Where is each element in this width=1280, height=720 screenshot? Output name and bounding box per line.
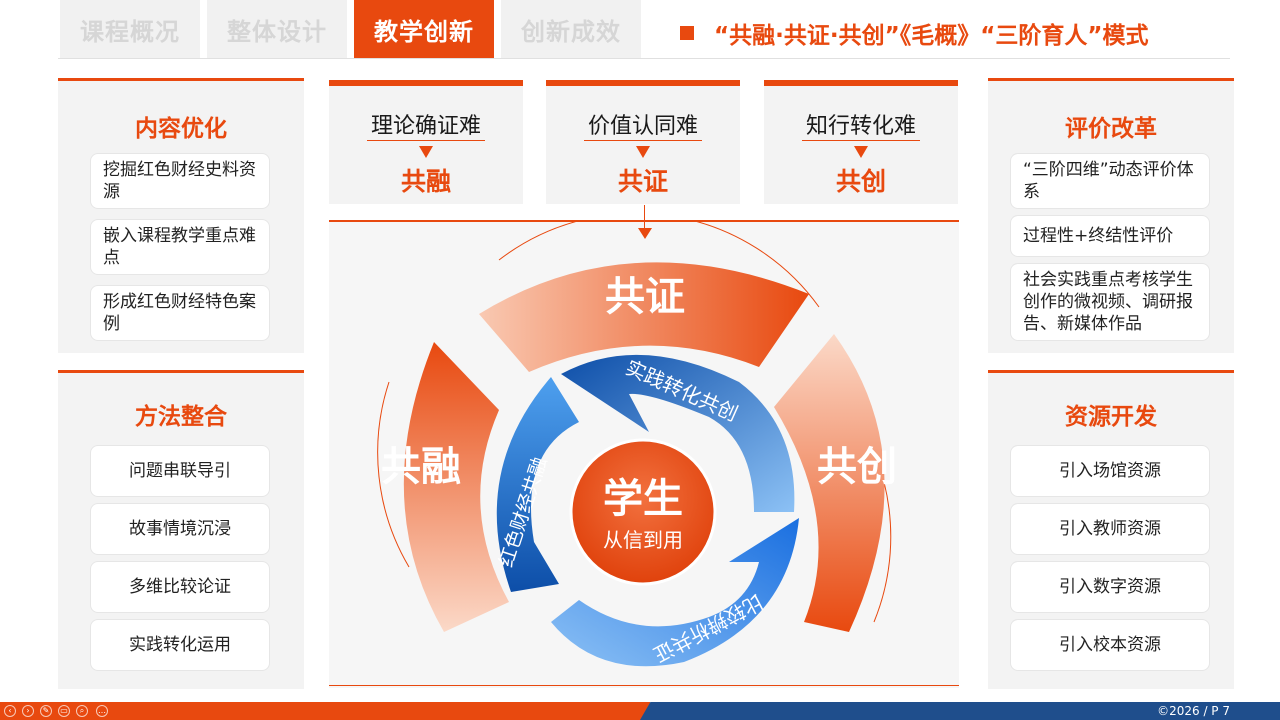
segment-right <box>774 334 885 632</box>
next-icon[interactable]: › <box>22 705 34 717</box>
diagram-bottom-line <box>329 685 959 686</box>
list-item: 过程性+终结性评价 <box>1010 215 1210 257</box>
prev-icon[interactable]: ‹ <box>4 705 16 717</box>
outer-ring-arc <box>873 481 892 623</box>
inner-arrow-top <box>561 354 795 512</box>
solution-label: 共创 <box>835 167 886 196</box>
panel-title: 资源开发 <box>1065 404 1157 430</box>
center-subtitle: 从信到用 <box>603 528 683 552</box>
solution-label: 共融 <box>400 167 451 196</box>
slides-icon[interactable]: ▭ <box>58 705 70 717</box>
list-item: 故事情境沉浸 <box>90 503 270 555</box>
tab-course-overview[interactable]: 课程概况 <box>60 0 200 58</box>
list-item: 嵌入课程教学重点难点 <box>90 219 270 275</box>
outer-label: 共融 <box>381 443 461 490</box>
cycle-diagram: 共证 共融 共创 实践转化共创 红色财经共融 比较辨析共证 学生 从信到用 <box>377 222 897 667</box>
problem-label: 知行转化难 <box>805 114 916 139</box>
problem-box-value: 价值认同难 共证 <box>546 80 740 204</box>
square-bullet-icon <box>680 26 694 40</box>
arrow-down-icon <box>419 146 433 158</box>
list-item: 引入数字资源 <box>1010 561 1210 613</box>
tab-overall-design[interactable]: 整体设计 <box>207 0 347 58</box>
problem-box-theory: 理论确证难 共融 <box>329 80 523 204</box>
panel-method-integration: 方法整合 问题串联导引 故事情境沉浸 多维比较论证 实践转化运用 <box>58 370 304 689</box>
page-number: ©2026 / P 7 <box>1157 704 1230 718</box>
outer-ring-arc <box>498 222 820 308</box>
panel-title: 评价改革 <box>1065 116 1157 142</box>
segment-left <box>403 342 509 632</box>
tab-innovation-results[interactable]: 创新成效 <box>501 0 641 58</box>
underline <box>584 140 702 141</box>
panel-content-optimization: 内容优化 挖掘红色财经史料资源 嵌入课程教学重点难点 形成红色财经特色案例 <box>58 78 304 353</box>
footer-bar <box>0 702 650 720</box>
list-item: 形成红色财经特色案例 <box>90 285 270 341</box>
arrow-down-icon <box>854 146 868 158</box>
list-item: 引入校本资源 <box>1010 619 1210 671</box>
list-item: 引入场馆资源 <box>1010 445 1210 497</box>
list-item: 挖掘红色财经史料资源 <box>90 153 270 209</box>
problem-box-practice: 知行转化难 共创 <box>764 80 958 204</box>
outer-label: 共创 <box>817 443 897 490</box>
problem-label: 理论确证难 <box>370 114 481 139</box>
list-item: 引入教师资源 <box>1010 503 1210 555</box>
inner-arrow-left <box>496 377 579 592</box>
problem-label: 价值认同难 <box>587 114 698 139</box>
segment-top <box>479 262 809 372</box>
arrow-down-icon <box>636 146 650 158</box>
list-item: 实践转化运用 <box>90 619 270 671</box>
inner-arrow-bottom <box>551 518 799 667</box>
divider <box>58 58 1230 59</box>
list-item: 问题串联导引 <box>90 445 270 497</box>
connector-line <box>644 205 645 230</box>
center-circle <box>569 438 717 586</box>
underline <box>367 140 485 141</box>
arrow-down-icon <box>638 228 652 239</box>
panel-evaluation-reform: 评价改革 “三阶四维”动态评价体系 过程性+终结性评价 社会实践重点考核学生创作… <box>988 78 1234 353</box>
list-item: “三阶四维”动态评价体系 <box>1010 153 1210 209</box>
list-item: 社会实践重点考核学生创作的微视频、调研报告、新媒体作品 <box>1010 263 1210 341</box>
panel-resource-development: 资源开发 引入场馆资源 引入教师资源 引入数字资源 引入校本资源 <box>988 370 1234 689</box>
outer-label: 共证 <box>605 273 685 320</box>
panel-title: 内容优化 <box>135 116 227 142</box>
page-title-text: “共融·共证·共创”《毛概》“三阶育人”模式 <box>714 23 1149 49</box>
pen-icon[interactable]: ✎ <box>40 705 52 717</box>
solution-label: 共证 <box>617 167 668 196</box>
center-title: 学生 <box>603 475 683 522</box>
panel-title: 方法整合 <box>135 404 227 430</box>
outer-ring-arc <box>377 381 410 568</box>
zoom-icon[interactable]: ⌕ <box>76 705 88 717</box>
page-title: “共融·共证·共创”《毛概》“三阶育人”模式 <box>680 16 1148 50</box>
tab-teaching-innovation[interactable]: 教学创新 <box>354 0 494 58</box>
list-item: 多维比较论证 <box>90 561 270 613</box>
underline <box>802 140 920 141</box>
more-icon[interactable]: … <box>96 705 108 717</box>
